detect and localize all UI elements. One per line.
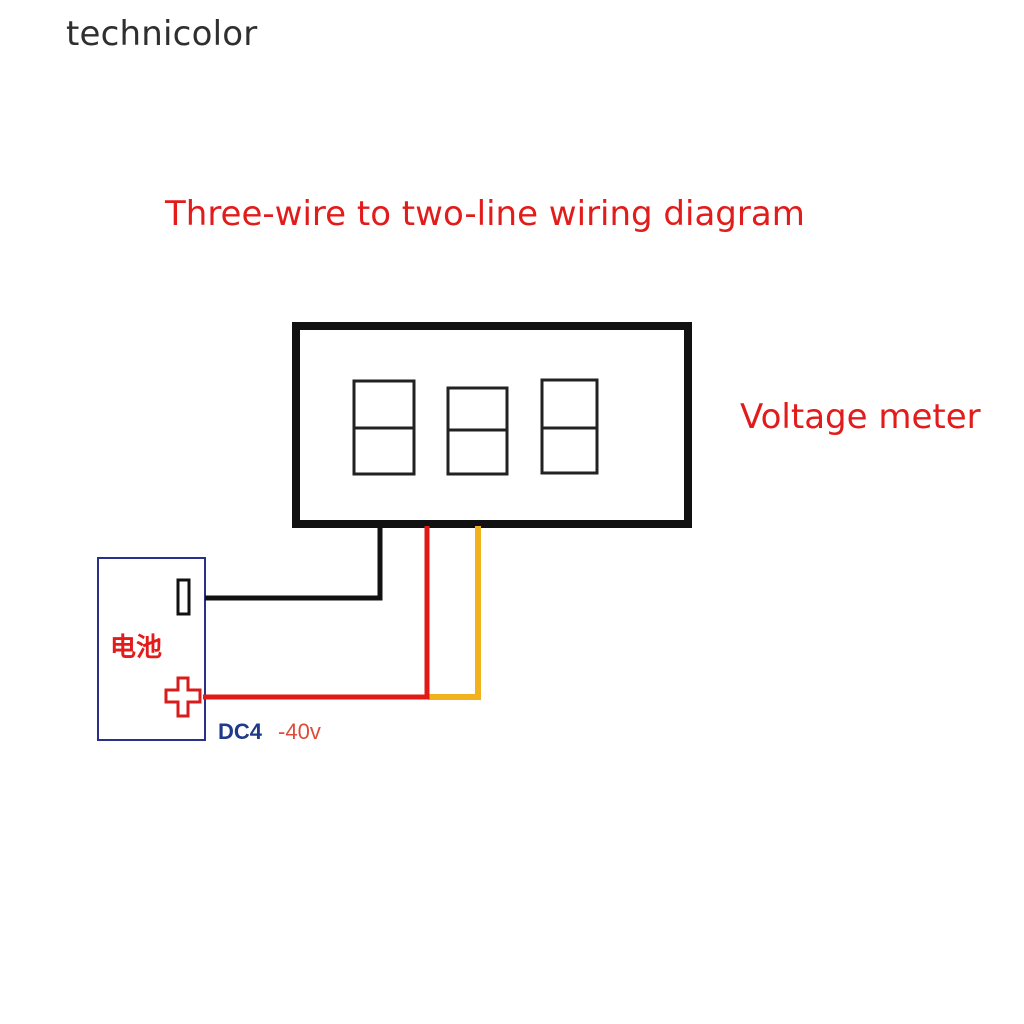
red-wire: [203, 526, 430, 700]
yellow-wire: [428, 526, 481, 700]
voltage-meter-body: [292, 322, 692, 528]
battery-label: 电池: [110, 633, 162, 663]
brand-label: technicolor: [66, 14, 258, 54]
dc-range-label: DC4 -40v: [218, 719, 321, 744]
black-wire: [205, 524, 383, 601]
battery-box: [97, 557, 206, 741]
plus-terminal-icon: [164, 676, 202, 718]
voltage-meter-label: Voltage meter: [740, 397, 981, 437]
meter-digit-2: [446, 386, 509, 476]
dc-range-suffix: -40v: [278, 719, 321, 744]
diagram-title: Three-wire to two-line wiring diagram: [164, 194, 805, 234]
meter-digit-3: [540, 378, 599, 475]
dc-range-prefix: DC4: [218, 719, 263, 744]
meter-digit-1: [352, 379, 416, 476]
minus-terminal-icon: [176, 578, 191, 616]
